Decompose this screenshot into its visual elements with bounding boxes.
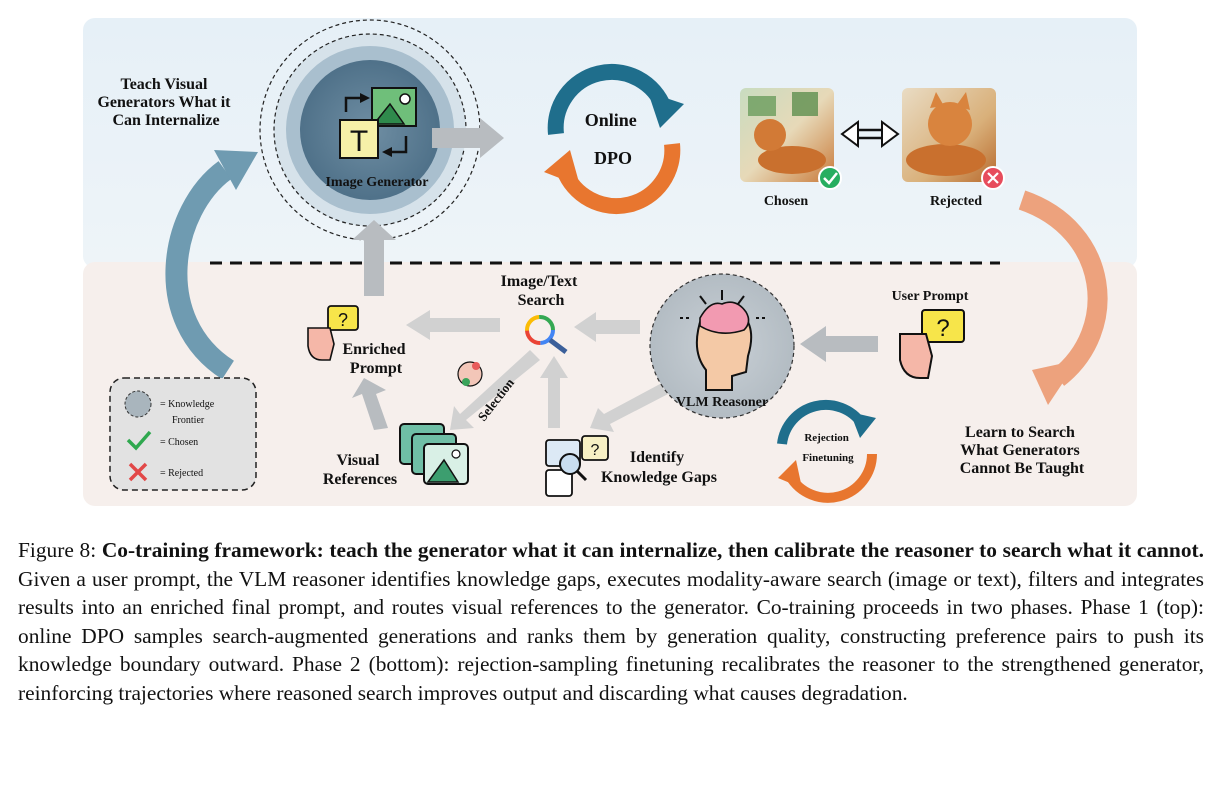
svg-text:?: ? (338, 310, 348, 330)
text-icon: T (339, 119, 379, 159)
vlm-reasoner: VLM Reasoner (649, 273, 795, 419)
rejection-label-1: Rejection (804, 432, 849, 444)
teach-arrow-head (214, 150, 258, 190)
teach-label-2: Generators What it (97, 94, 231, 111)
rejected-image (902, 88, 1005, 190)
rejection-label-2: Finetuning (802, 452, 854, 464)
arrow-gaps-to-search (540, 356, 568, 428)
enriched-label-1: Enriched (342, 341, 405, 358)
user-prompt-icon: ? (899, 309, 965, 379)
knowledge-gaps-icon: ? (545, 435, 609, 497)
double-arrow-icon (840, 120, 900, 148)
chosen-image (740, 88, 842, 190)
figure-caption: Figure 8: Co-training framework: teach t… (18, 536, 1204, 708)
svg-text:Rejection Finetuning: Rejection Finetuning (802, 432, 854, 464)
vlm-label: VLM Reasoner (676, 395, 768, 410)
learn-label-2: What Generators (960, 442, 1080, 459)
co-training-diagram: Teach Visual Generators What it Can Inte… (83, 18, 1137, 506)
legend-frontier-1: = Knowledge (160, 399, 215, 410)
caption-prefix: Figure 8: (18, 538, 102, 562)
cross-icon (128, 462, 148, 482)
arrow-gen-to-dpo (432, 118, 504, 158)
caption-body: Given a user prompt, the VLM reasoner id… (18, 566, 1204, 705)
search-label-2: Search (518, 292, 565, 309)
gaps-label-2: Knowledge Gaps (601, 469, 717, 486)
rejected-label: Rejected (930, 194, 982, 209)
legend-frontier-2: Frontier (172, 415, 205, 426)
svg-text:Enriched Prompt: Enriched Prompt (342, 341, 409, 377)
search-label-1: Image/Text (501, 273, 578, 290)
check-icon (126, 430, 152, 451)
chosen-label: Chosen (764, 194, 809, 209)
visual-references-icon (399, 423, 469, 485)
legend: = Knowledge Frontier = Chosen = Rejected (109, 377, 257, 491)
visual-label-2: References (323, 471, 397, 488)
svg-text:Teach Visual Generators Wh: Teach Visual Generators What it Can Inte… (97, 76, 234, 129)
check-badge-icon (818, 166, 842, 190)
learn-label-3: Cannot Be Taught (960, 460, 1085, 477)
arrow-search-to-visual (450, 350, 540, 430)
online-dpo-label: Online DPO (585, 110, 642, 168)
legend-chosen: = Chosen (160, 437, 198, 448)
teach-label-1: Teach Visual (121, 76, 209, 93)
arrow-visual-to-enriched (352, 378, 388, 430)
arrow-vlm-to-search (574, 312, 640, 342)
text-icon-letter: T (350, 125, 368, 158)
arrow-enriched-to-gen (352, 220, 396, 296)
svg-text:Image/Text Search: Image/Text Search (501, 273, 582, 309)
arrow-vlm-to-gaps (590, 384, 668, 432)
visual-label-1: Visual (337, 452, 381, 469)
online-dpo: Online DPO (544, 63, 684, 215)
arrow-search-to-enriched (406, 310, 500, 340)
search-icon (525, 315, 568, 354)
enriched-label-2: Prompt (350, 360, 403, 377)
user-prompt-label: User Prompt (892, 289, 969, 304)
svg-text:Identify Knowledge Gaps: Identify Knowledge Gaps (601, 449, 717, 486)
rejection-finetuning: Rejection Finetuning (777, 399, 877, 503)
svg-text:?: ? (591, 442, 600, 459)
learn-arrow-head (1032, 360, 1078, 405)
teach-arrow (165, 161, 235, 380)
svg-text:Learn to Search What Gener: Learn to Search What Generators Cannot B… (960, 424, 1085, 477)
selection-icon (457, 361, 483, 387)
svg-text:Visual References: Visual References (323, 452, 397, 488)
caption-title: Co-training framework: teach the generat… (101, 538, 1204, 562)
enriched-prompt-icon: ? (307, 305, 359, 361)
gaps-label-1: Identify (630, 449, 684, 466)
arrow-user-to-vlm (800, 326, 878, 362)
svg-text:= Knowledge Frontier: = Knowledge Frontier (160, 399, 217, 426)
picture-icon (371, 87, 417, 127)
teach-label-3: Can Internalize (112, 112, 219, 129)
legend-rejected: = Rejected (160, 468, 203, 479)
knowledge-frontier-icon (124, 390, 152, 418)
image-generator-label: Image Generator (325, 175, 428, 190)
learn-arrow (1018, 190, 1108, 386)
learn-label-1: Learn to Search (965, 424, 1075, 441)
svg-text:?: ? (936, 315, 949, 342)
